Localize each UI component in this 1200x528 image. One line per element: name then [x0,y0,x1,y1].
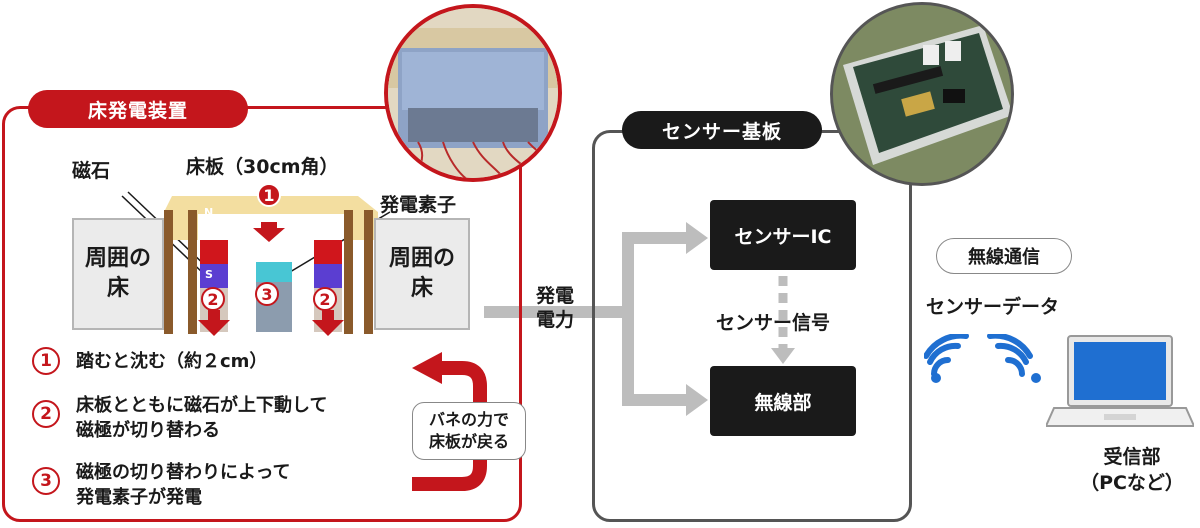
step-3-line1: 磁極の切り替わりによって [76,462,291,483]
spring-return-note: バネの力で 床板が戻る [412,402,526,460]
step-2-text: 床板とともに磁石が上下動して 磁極が切り替わる [76,393,327,443]
power-label: 発電 電力 [536,284,574,332]
sensor-board-title: センサー基板 [622,111,822,149]
circuit-board-photo [830,2,1014,186]
mark-step-2-left: 2 [201,287,225,311]
floor-device-title: 床発電装置 [28,90,248,128]
sensor-data-label: センサーデータ [926,296,1060,318]
surrounding-floor-right: 周囲の床 [374,218,470,330]
spring-note-line2: 床板が戻る [428,432,509,451]
step-3-text: 磁極の切り替わりによって 発電素子が発電 [76,460,291,510]
spring-note-line1: バネの力で [428,410,509,429]
step-2-line2: 磁極が切り替わる [76,420,220,441]
surrounding-floor-left: 周囲の床 [72,218,164,330]
receiver-label-line2: （PCなど） [1080,472,1184,494]
step-1-line1: 踏むと沈む（約２cm） [76,351,268,372]
sensor-signal-arrow [771,276,795,364]
laptop-icon [1046,335,1194,427]
step-3-line2: 発電素子が発電 [76,487,202,508]
wireless-label: 無線通信 [936,238,1072,274]
surrounding-floor-line1: 周囲の [84,246,151,271]
step-1-text: 踏むと沈む（約２cm） [76,349,267,374]
mark-step-3: 3 [255,282,279,306]
circuit-board-photo-icon [833,5,1011,183]
wifi-signal-icon [924,334,1041,383]
surrounding-floor-line1: 周囲の [388,246,455,271]
sensor-signal-label: センサー信号 [716,312,831,334]
receiver-label: 受信部 （PCなど） [1066,444,1198,496]
step-2-line1: 床板とともに磁石が上下動して [76,395,328,416]
mark-step-1: 1 [257,183,281,207]
step-2-number: 2 [32,400,60,428]
pole-n-label: N [204,206,214,219]
power-label-line2: 電力 [536,309,575,331]
radio-unit-box: 無線部 [710,366,856,436]
step-3-number: 3 [32,467,60,495]
magnet-label: 磁石 [72,160,111,182]
receiver-label-line1: 受信部 [1103,446,1161,468]
element-label: 発電素子 [380,194,457,216]
floor-device-photo [384,4,562,182]
floor-board-label: 床板（30cm角） [186,156,339,178]
pole-s-label: S [205,268,213,281]
surrounding-floor-line2: 床 [410,276,433,301]
step-1-number: 1 [32,347,60,375]
floor-generator-panel [2,106,522,522]
sensor-ic-box: センサーIC [710,200,856,270]
surrounding-floor-line2: 床 [106,276,129,301]
power-label-line1: 発電 [536,285,575,307]
mark-step-2-right: 2 [313,287,337,311]
floor-device-photo-icon [388,8,558,178]
